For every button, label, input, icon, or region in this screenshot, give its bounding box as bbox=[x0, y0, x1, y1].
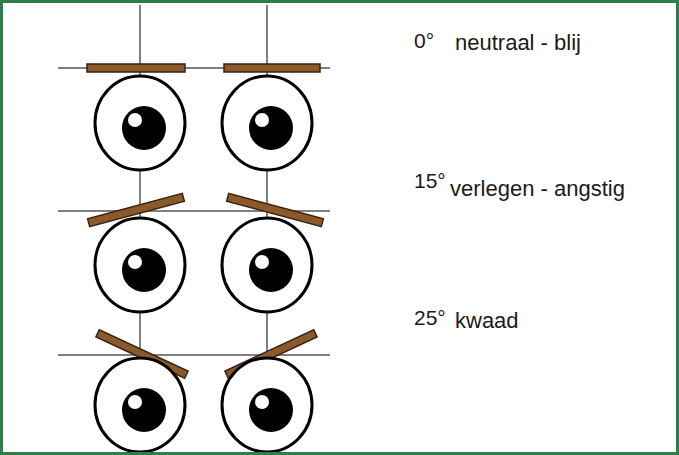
emotion-label: kwaad bbox=[455, 308, 519, 334]
angle-label: 0° bbox=[414, 28, 434, 53]
angle-label: 15° bbox=[414, 168, 446, 193]
angle-label: 25° bbox=[414, 305, 446, 330]
emotion-label: verlegen - angstig bbox=[450, 176, 625, 202]
emotion-label: neutraal - blij bbox=[455, 30, 581, 56]
